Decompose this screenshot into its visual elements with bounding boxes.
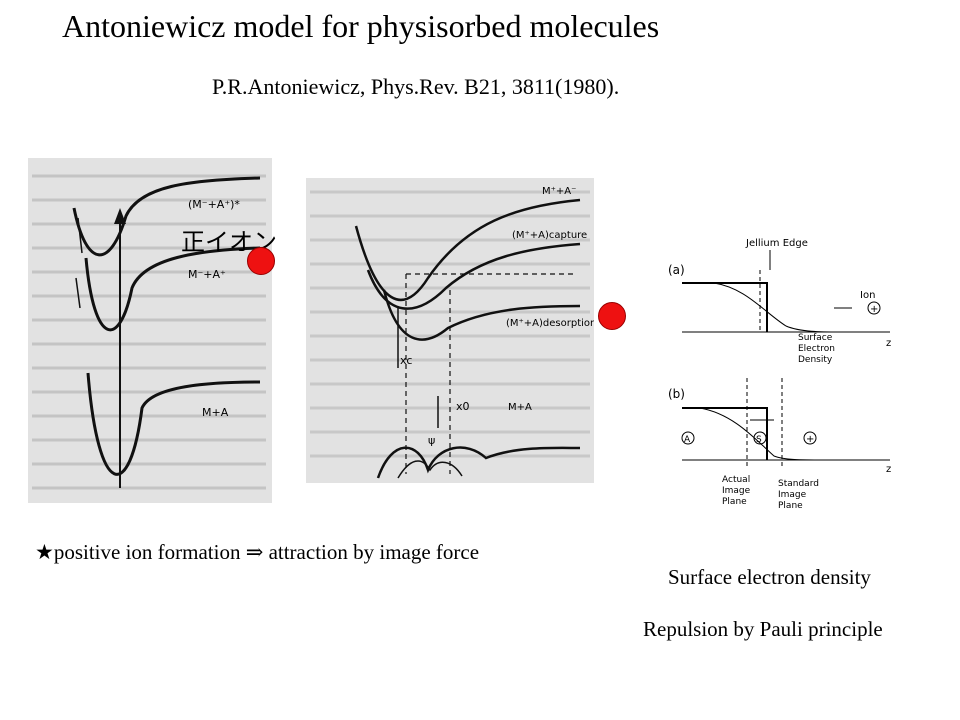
plus-text: + bbox=[806, 434, 814, 445]
scan-background bbox=[28, 158, 272, 503]
label-excited-ion: (M⁻+A⁺)* bbox=[188, 198, 240, 211]
jellium-step-b bbox=[682, 407, 768, 460]
scan-text-noise bbox=[32, 174, 266, 490]
label-xc: xc bbox=[400, 354, 412, 367]
curve-neutral bbox=[376, 446, 581, 479]
arrow-head bbox=[114, 208, 126, 224]
label-desorption: (M⁺+A)desorption bbox=[506, 318, 594, 329]
ion-circle bbox=[867, 301, 881, 315]
curve-ion-pair-upper bbox=[354, 198, 581, 302]
circle-s-text: S bbox=[756, 435, 762, 445]
label-x0: x0 bbox=[456, 400, 470, 413]
label-ion-pair: M⁻+A⁺ bbox=[188, 268, 226, 281]
standard-line3: Plane bbox=[778, 501, 803, 511]
actual-line2: Image bbox=[722, 486, 751, 496]
wavefunction bbox=[397, 460, 463, 479]
plus-circle bbox=[803, 431, 817, 445]
panel-a-label: (a) bbox=[668, 263, 685, 277]
jellium-edge-label: Jellium Edge bbox=[745, 238, 808, 249]
panel-b-label: (b) bbox=[668, 387, 685, 401]
jellium-image-plane-figure: Jellium Edge (a) z Ion + Surface Electro… bbox=[668, 238, 891, 511]
circle-a-text: A bbox=[684, 435, 691, 445]
circle-s bbox=[753, 431, 767, 445]
relaxation-arrows bbox=[75, 217, 83, 309]
ion-label: Ion bbox=[860, 290, 875, 301]
ion-plus: + bbox=[870, 304, 878, 315]
z-label-a: z bbox=[886, 338, 891, 349]
standard-line2: Image bbox=[778, 490, 807, 500]
surface-density-line1: Surface bbox=[798, 333, 833, 343]
label-capture: (M⁺+A)capture bbox=[512, 230, 587, 241]
label-psi: ψ bbox=[428, 434, 435, 447]
red-marker bbox=[598, 302, 626, 330]
slide-title: Antoniewicz model for physisorbed molecu… bbox=[62, 8, 660, 44]
surface-density-line3: Density bbox=[798, 355, 833, 365]
actual-line3: Plane bbox=[722, 497, 747, 507]
curve-ion-pair bbox=[84, 246, 261, 332]
caption-pauli-repulsion: Repulsion by Pauli principle bbox=[643, 617, 883, 641]
electron-density-a bbox=[713, 282, 841, 333]
circle-a bbox=[681, 431, 695, 445]
jellium-step-a bbox=[682, 282, 768, 332]
standard-line1: Standard bbox=[778, 479, 819, 489]
curve-desorption bbox=[382, 289, 581, 341]
caption-positive-ion: ★positive ion formation ⇒ attraction by … bbox=[35, 540, 480, 564]
citation: P.R.Antoniewicz, Phys.Rev. B21, 3811(198… bbox=[212, 74, 620, 99]
label-ion-pair-upper: M⁺+A⁻ bbox=[542, 186, 576, 197]
curve-neutral bbox=[86, 372, 261, 476]
label-neutral: M+A bbox=[508, 402, 532, 413]
surface-density-line2: Electron bbox=[798, 344, 835, 354]
red-marker bbox=[247, 247, 275, 275]
potential-curves-figure-left: (M⁻+A⁺)* M⁻+A⁺ M+A bbox=[28, 158, 272, 503]
curve-excited-ion bbox=[72, 176, 261, 257]
potential-curves-figure-middle: M⁺+A⁻ (M⁺+A)capture (M⁺+A)desorption M+A… bbox=[306, 178, 594, 483]
actual-line1: Actual bbox=[722, 475, 750, 485]
label-neutral: M+A bbox=[202, 406, 229, 419]
caption-surface-density: Surface electron density bbox=[668, 565, 871, 589]
z-label-b: z bbox=[886, 464, 891, 475]
